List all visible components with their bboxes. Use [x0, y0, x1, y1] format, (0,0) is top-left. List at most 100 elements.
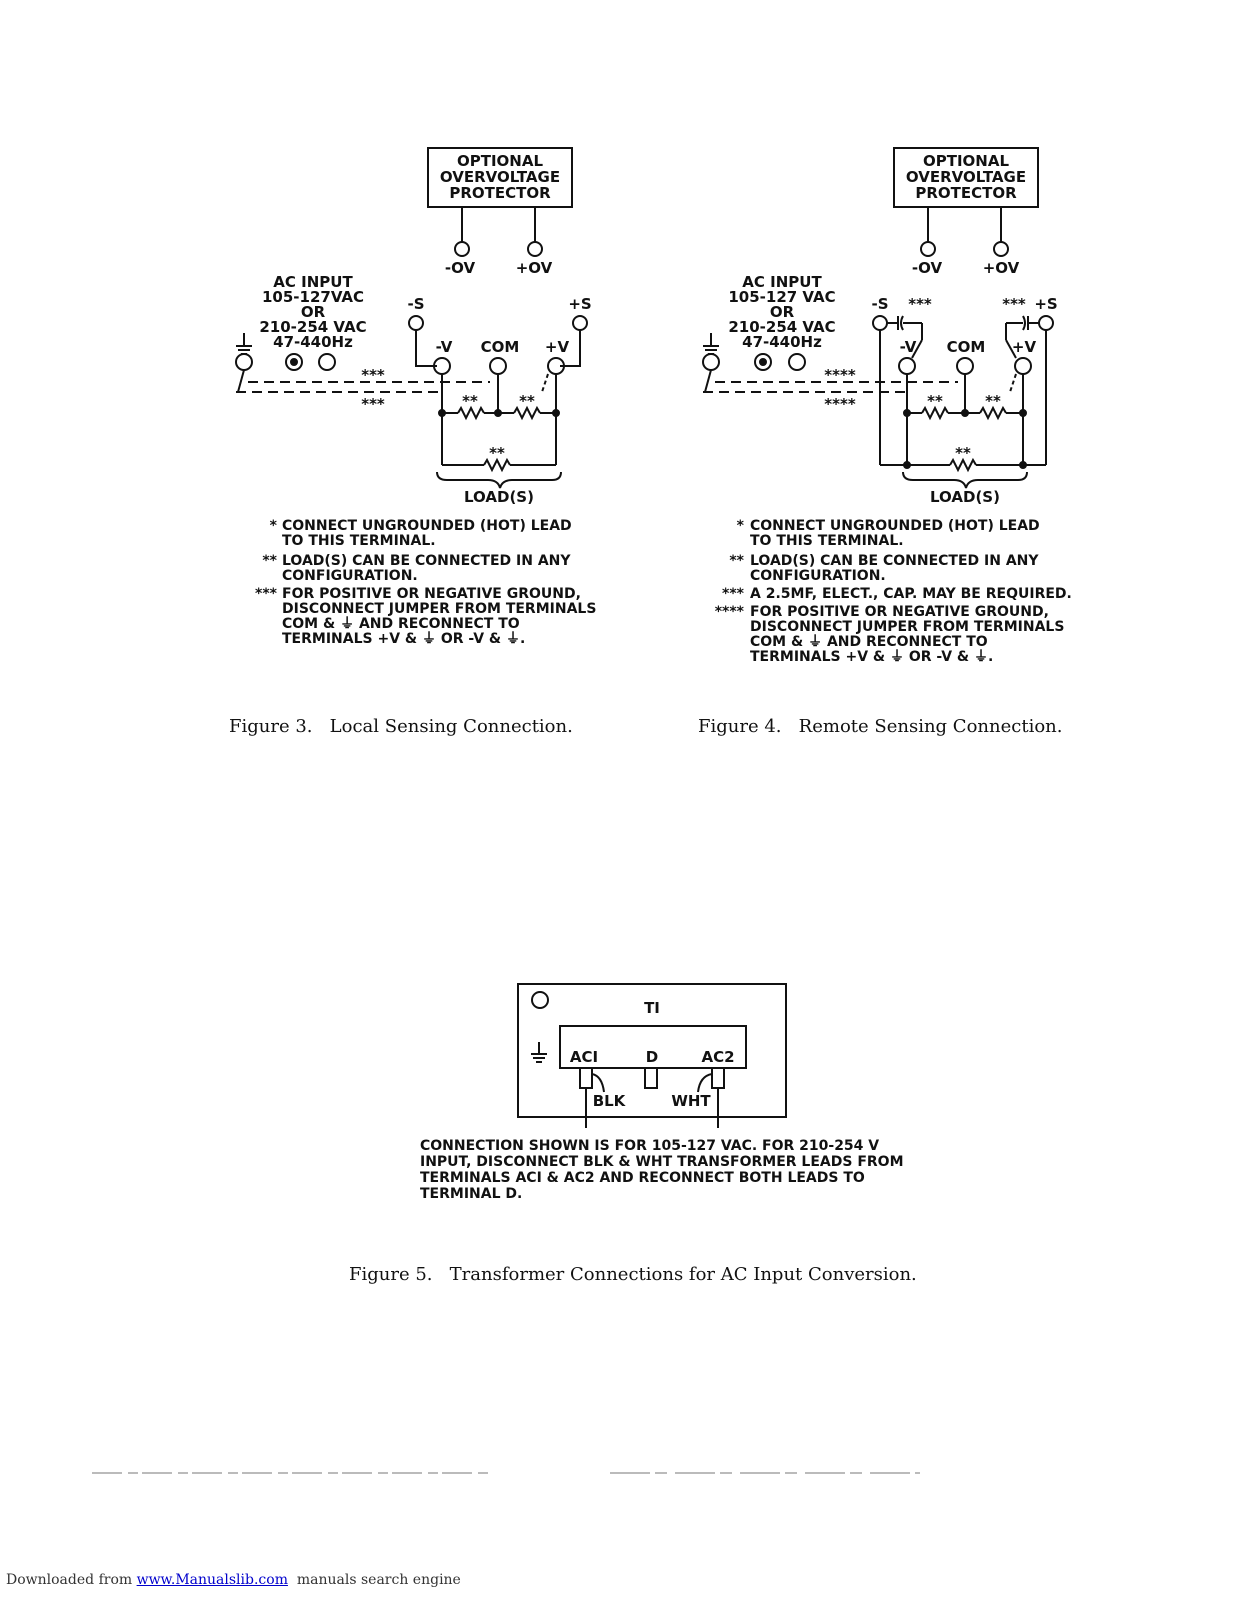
jumper-mark-upper: **** [824, 366, 856, 384]
conversion-note-line-3: TERMINALS ACI & AC2 AND RECONNECT BOTH L… [420, 1170, 865, 1186]
load-mark-bottom: ** [489, 444, 505, 462]
plus-v-label: +V [545, 338, 570, 356]
ac-input-line-3: OR [301, 303, 326, 321]
figure-3-labels: OPTIONAL OVERVOLTAGE PROTECTOR -OV +OV A… [255, 152, 596, 647]
conversion-note-line-2: INPUT, DISCONNECT BLK & WHT TRANSFORMER … [420, 1154, 904, 1170]
ac-input-line-5: 47-440Hz [742, 333, 822, 351]
note-3-mark: *** [722, 586, 745, 602]
plus-s-label: +S [568, 295, 591, 313]
load-mark-left: ** [462, 392, 478, 410]
ac-input-line-1: AC INPUT [742, 273, 822, 291]
note-1-line-2: TO THIS TERMINAL. [750, 533, 904, 549]
load-mark-right: ** [519, 392, 535, 410]
ovp-box [893, 147, 1039, 208]
minus-ov-terminal [454, 241, 470, 257]
note-4-line-2: DISCONNECT JUMPER FROM TERMINALS [750, 619, 1064, 635]
figure-4-labels: OPTIONAL OVERVOLTAGE PROTECTOR -OV +OV A… [715, 152, 1072, 665]
note-2-mark: ** [729, 553, 744, 569]
manualslib-link[interactable]: www.Manualslib.com [136, 1572, 288, 1588]
d-tab [644, 1067, 658, 1089]
note-3-mark: *** [255, 586, 278, 602]
wht-lead-arrow [697, 1073, 713, 1093]
com-label: COM [947, 338, 986, 356]
figure-4-caption: Figure 4. Remote Sensing Connection. [698, 716, 1063, 737]
figure-5-transformer [517, 983, 787, 1128]
conversion-note-line-1: CONNECTION SHOWN IS FOR 105-127 VAC. FOR… [420, 1138, 879, 1154]
footer-suffix: manuals search engine [287, 1572, 461, 1588]
figure-5-caption: Figure 5. Transformer Connections for AC… [349, 1264, 917, 1285]
note-2-line-2: CONFIGURATION. [282, 568, 418, 584]
ground-terminal [235, 353, 253, 371]
minus-s-terminal [408, 315, 424, 331]
plus-s-terminal [1038, 315, 1054, 331]
minus-s-label: -S [407, 295, 424, 313]
note-2-line-1: LOAD(S) CAN BE CONNECTED IN ANY [282, 553, 571, 569]
ac-input-line-4: 210-254 VAC [728, 318, 835, 336]
plus-s-label: +S [1034, 295, 1057, 313]
load-mark-right: ** [985, 392, 1001, 410]
cap-mark-right: *** [1002, 295, 1026, 313]
note-3-line-2: DISCONNECT JUMPER FROM TERMINALS [282, 601, 596, 617]
figure-3-local-sensing [235, 147, 588, 489]
t1-label: TI [644, 999, 660, 1017]
ac-input-line-2: 105-127 VAC [728, 288, 835, 306]
note-1-mark: * [737, 518, 745, 534]
note-3-line-1: A 2.5MF, ELECT., CAP. MAY BE REQUIRED. [750, 586, 1072, 602]
plus-v-label: +V [1012, 338, 1037, 356]
cap-mark-left: *** [908, 295, 932, 313]
note-2-line-1: LOAD(S) CAN BE CONNECTED IN ANY [750, 553, 1039, 569]
minus-v-label: -V [436, 338, 453, 356]
plus-ov-label: +OV [983, 259, 1020, 277]
note-1-line-2: TO THIS TERMINAL. [282, 533, 436, 549]
ovp-label-3: PROTECTOR [915, 184, 1017, 202]
ac-input-line-3: OR [770, 303, 795, 321]
chassis-outline [517, 983, 787, 1118]
plus-ov-label: +OV [516, 259, 553, 277]
note-3-line-1: FOR POSITIVE OR NEGATIVE GROUND, [282, 586, 581, 602]
blk-lead-arrow [591, 1073, 605, 1093]
ovp-label-2: OVERVOLTAGE [906, 168, 1026, 186]
ovp-label-2: OVERVOLTAGE [440, 168, 560, 186]
jumper-mark-upper: *** [361, 366, 385, 384]
ovp-label-1: OPTIONAL [923, 152, 1009, 170]
load-mark-left: ** [927, 392, 943, 410]
ac-input-line-4: 210-254 VAC [259, 318, 366, 336]
minus-s-label: -S [871, 295, 888, 313]
ac2-label: AC2 [701, 1048, 734, 1066]
ovp-label-3: PROTECTOR [449, 184, 551, 202]
figure-4-remote-sensing [702, 147, 1054, 489]
jumper-mark-lower: *** [361, 395, 385, 413]
note-1-line-1: CONNECT UNGROUNDED (HOT) LEAD [282, 518, 572, 534]
ovp-box [427, 147, 573, 208]
note-4-line-4: TERMINALS +V & ⏚ OR -V & ⏚. [750, 649, 993, 665]
minus-ov-label: -OV [912, 259, 943, 277]
minus-s-terminal [872, 315, 888, 331]
figure-3-caption: Figure 3. Local Sensing Connection. [229, 716, 573, 737]
load-label: LOAD(S) [464, 488, 534, 506]
figure-5-labels: TI ACI D AC2 BLK WHT CONNECTION SHOWN IS… [420, 999, 904, 1202]
blk-label: BLK [593, 1092, 627, 1110]
note-3-line-4: TERMINALS +V & ⏚ OR -V & ⏚. [282, 631, 525, 647]
mounting-hole [531, 991, 549, 1009]
note-1-mark: * [270, 518, 278, 534]
note-4-line-3: COM & ⏚ AND RECONNECT TO [750, 634, 988, 650]
ac-input-line-1: AC INPUT [273, 273, 353, 291]
note-3-line-3: COM & ⏚ AND RECONNECT TO [282, 616, 520, 632]
note-2-line-2: CONFIGURATION. [750, 568, 886, 584]
wht-label: WHT [671, 1092, 711, 1110]
footer-prefix: Downloaded from [6, 1572, 137, 1588]
load-mark-bottom: ** [955, 444, 971, 462]
d-label: D [646, 1048, 658, 1066]
com-terminal [489, 357, 507, 375]
load-label: LOAD(S) [930, 488, 1000, 506]
com-label: COM [481, 338, 520, 356]
plus-ov-terminal [527, 241, 543, 257]
hot-terminal [285, 353, 303, 371]
minus-v-label: -V [900, 338, 917, 356]
ovp-label-1: OPTIONAL [457, 152, 543, 170]
ac-input-line-2: 105-127VAC [262, 288, 364, 306]
ac1-label: ACI [570, 1048, 598, 1066]
minus-ov-label: -OV [445, 259, 476, 277]
